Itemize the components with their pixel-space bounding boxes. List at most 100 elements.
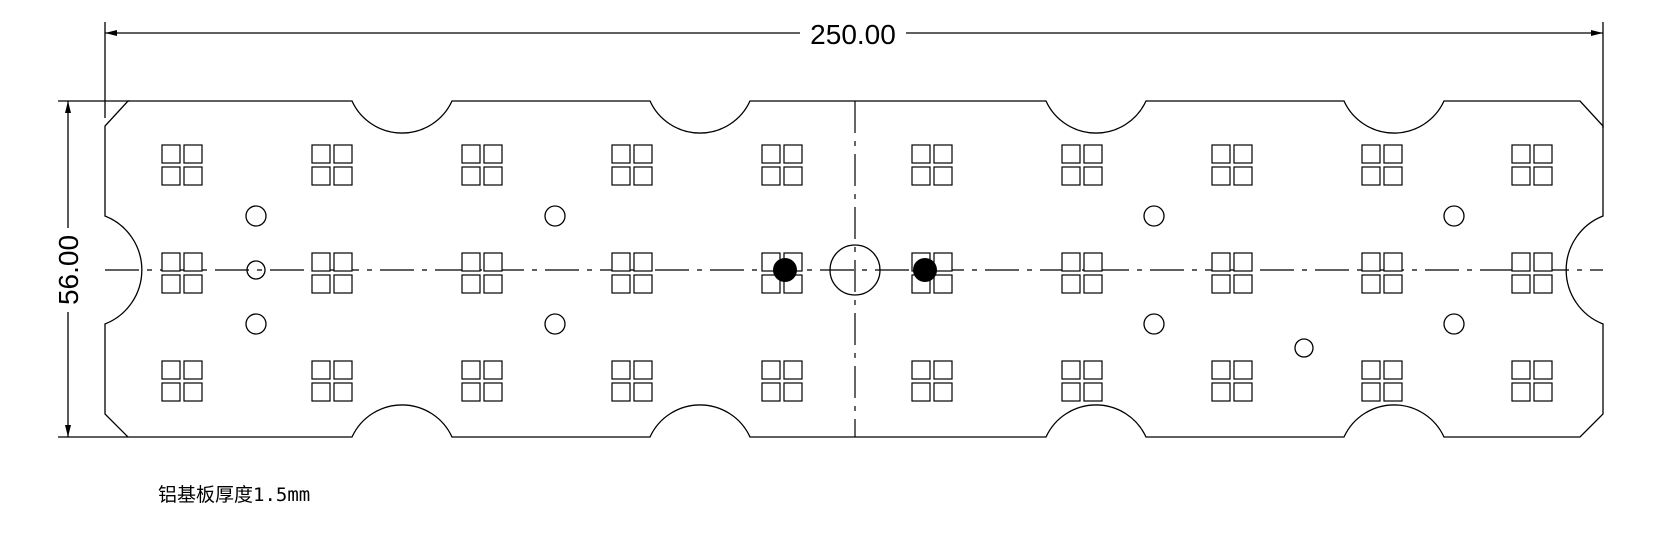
led-pad: [1211, 382, 1231, 402]
led-pad: [333, 166, 353, 186]
led-pad-group: [161, 360, 203, 402]
led-pad: [1533, 144, 1553, 164]
led-pad: [311, 382, 331, 402]
led-pad: [1061, 382, 1081, 402]
led-pad: [933, 252, 953, 272]
led-pad: [1511, 166, 1531, 186]
led-pad: [783, 166, 803, 186]
led-pad: [461, 144, 481, 164]
hole: [1294, 338, 1314, 358]
led-pad: [1083, 360, 1103, 380]
led-pad: [1083, 382, 1103, 402]
led-pad: [1233, 360, 1253, 380]
led-pad: [1383, 252, 1403, 272]
led-pads: [161, 144, 1553, 402]
thickness-note: 铝基板厚度1.5mm: [158, 484, 311, 506]
led-pad: [311, 166, 331, 186]
led-pad-group: [461, 360, 503, 402]
board-outline: [104, 100, 1604, 438]
led-pad: [1511, 252, 1531, 272]
length-dimension: 250.00: [104, 19, 1604, 128]
led-pad: [333, 274, 353, 294]
led-pad: [611, 382, 631, 402]
led-pad: [483, 274, 503, 294]
led-pad: [783, 360, 803, 380]
led-pad: [1383, 144, 1403, 164]
led-pad: [933, 274, 953, 294]
hole: [544, 205, 566, 227]
led-pad-group: [1061, 360, 1103, 402]
led-pad: [933, 166, 953, 186]
led-pad: [1511, 382, 1531, 402]
led-pad: [1061, 274, 1081, 294]
led-pad: [1233, 274, 1253, 294]
led-pad-group: [761, 360, 803, 402]
led-pad: [1061, 360, 1081, 380]
led-pad: [611, 144, 631, 164]
led-pad: [1533, 274, 1553, 294]
led-pad: [1061, 144, 1081, 164]
mounting-holes: [245, 205, 1465, 358]
led-pad: [1361, 360, 1381, 380]
led-pad-group: [1361, 144, 1403, 186]
led-pad: [1233, 144, 1253, 164]
led-pad: [1083, 144, 1103, 164]
led-pad: [183, 360, 203, 380]
led-pad: [761, 274, 781, 294]
led-pad: [461, 166, 481, 186]
led-pad: [1533, 166, 1553, 186]
led-pad: [1211, 274, 1231, 294]
led-pad-group: [911, 360, 953, 402]
hole: [246, 260, 266, 280]
led-pad: [161, 382, 181, 402]
led-pad-group: [161, 252, 203, 294]
hole: [245, 313, 267, 335]
led-pad: [1361, 382, 1381, 402]
led-pad: [333, 252, 353, 272]
led-pad: [161, 144, 181, 164]
led-pad-group: [611, 144, 653, 186]
led-pad: [1233, 382, 1253, 402]
led-pad: [783, 382, 803, 402]
led-pad: [611, 274, 631, 294]
led-pad: [611, 166, 631, 186]
led-pad: [161, 252, 181, 272]
led-pad: [1083, 252, 1103, 272]
led-pad: [183, 144, 203, 164]
led-pad-group: [1511, 360, 1553, 402]
led-pad: [333, 382, 353, 402]
led-pad: [483, 382, 503, 402]
led-pad: [1511, 360, 1531, 380]
hole: [245, 205, 267, 227]
led-pad: [633, 360, 653, 380]
led-pad: [911, 166, 931, 186]
led-pad: [1361, 274, 1381, 294]
led-pad: [483, 166, 503, 186]
led-pad: [183, 252, 203, 272]
led-pad-group: [911, 144, 953, 186]
led-pad: [1211, 166, 1231, 186]
led-pad: [333, 360, 353, 380]
led-pad: [461, 274, 481, 294]
led-pad-group: [161, 144, 203, 186]
led-pad: [1533, 252, 1553, 272]
led-pad: [633, 274, 653, 294]
led-pad: [1211, 252, 1231, 272]
led-pad: [311, 144, 331, 164]
led-pad-group: [311, 360, 353, 402]
led-pad: [933, 144, 953, 164]
width-label: 56.00: [53, 235, 84, 305]
solder-point: [773, 258, 797, 282]
led-pad: [1361, 252, 1381, 272]
led-pad: [911, 382, 931, 402]
led-pad: [1511, 274, 1531, 294]
hole: [1443, 313, 1465, 335]
led-pad: [483, 360, 503, 380]
led-pad-group: [1511, 144, 1553, 186]
led-pad: [311, 252, 331, 272]
led-pad: [311, 274, 331, 294]
led-pad: [761, 166, 781, 186]
led-pad: [933, 382, 953, 402]
led-pad: [1361, 144, 1381, 164]
